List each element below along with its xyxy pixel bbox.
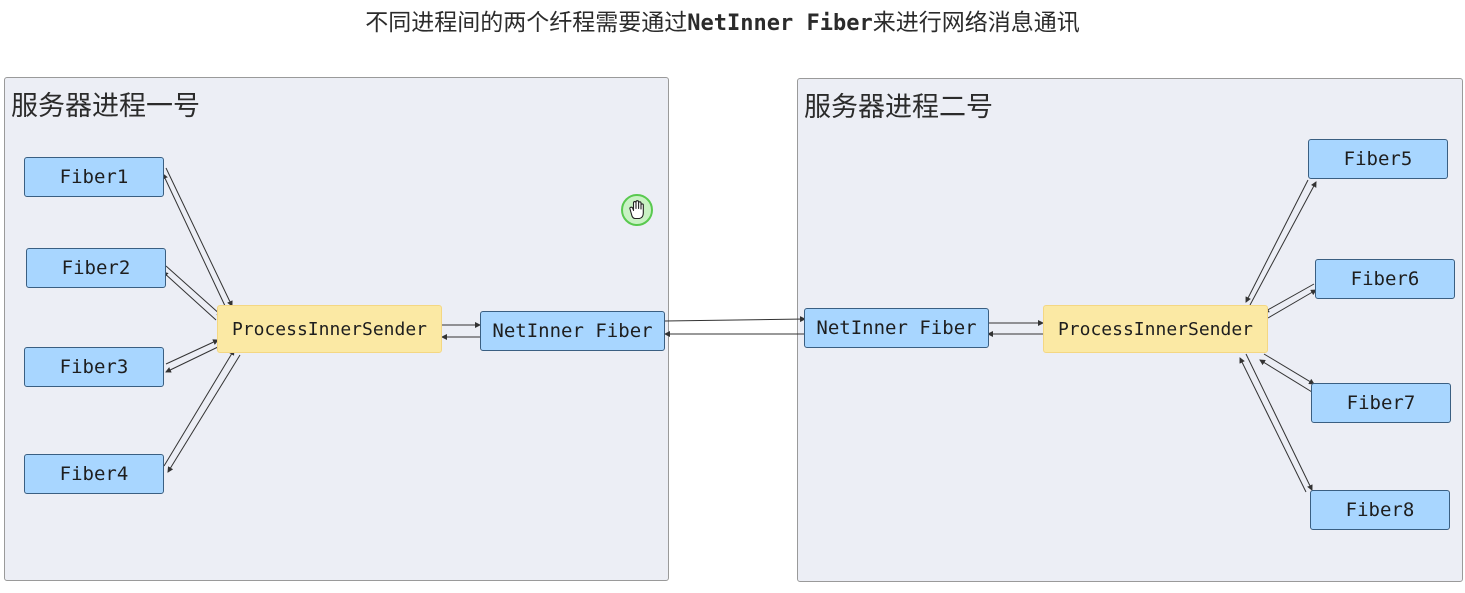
fiber8-node[interactable]: Fiber8 xyxy=(1310,490,1450,530)
process-inner-sender-two[interactable]: ProcessInnerSender xyxy=(1043,305,1268,353)
process-inner-sender-one[interactable]: ProcessInnerSender xyxy=(217,305,442,353)
netinner-fiber-two[interactable]: NetInner Fiber xyxy=(804,308,989,348)
title-suffix: 来进行网络消息通讯 xyxy=(872,10,1080,36)
fiber3-node[interactable]: Fiber3 xyxy=(24,347,164,387)
diagram-title: 不同进程间的两个纤程需要通过NetInner Fiber来进行网络消息通讯 xyxy=(0,3,1445,37)
netinner-fiber-one[interactable]: NetInner Fiber xyxy=(480,311,665,351)
fiber6-node[interactable]: Fiber6 xyxy=(1315,259,1455,299)
group-label-one: 服务器进程一号 xyxy=(11,91,200,122)
group-label-two: 服务器进程二号 xyxy=(804,92,993,123)
title-code: NetInner Fiber xyxy=(687,11,873,36)
title-prefix: 不同进程间的两个纤程需要通过 xyxy=(365,10,688,36)
fiber4-node[interactable]: Fiber4 xyxy=(24,454,164,494)
fiber1-node[interactable]: Fiber1 xyxy=(24,157,164,197)
fiber7-node[interactable]: Fiber7 xyxy=(1311,383,1451,423)
fiber5-node[interactable]: Fiber5 xyxy=(1308,139,1448,179)
edge-net-left-net-right xyxy=(664,316,806,323)
hand-cursor-icon xyxy=(620,193,654,227)
fiber2-node[interactable]: Fiber2 xyxy=(26,248,166,288)
